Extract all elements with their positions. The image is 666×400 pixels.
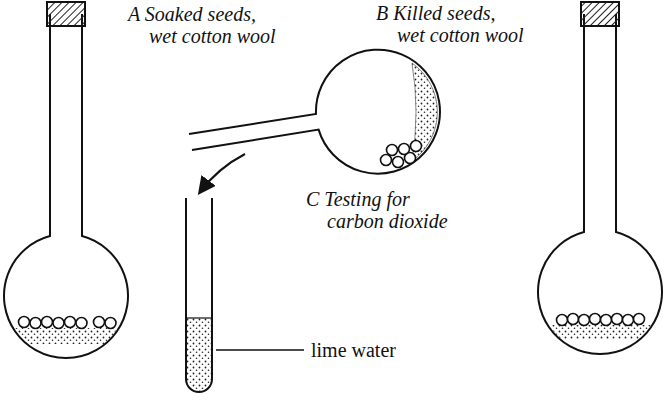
lime-water-liquid (186, 318, 212, 398)
cotton-wool-a (4, 328, 128, 344)
stopper-b (581, 2, 619, 26)
seeds-c (381, 141, 422, 168)
pour-arrow (200, 154, 245, 192)
flask-c (189, 50, 440, 174)
liquid-surface (187, 317, 211, 318)
cotton-wool-b (536, 325, 664, 339)
flask-b (538, 14, 662, 354)
flask-label: C Testing for carbon dioxide (306, 188, 468, 232)
flask-label: A Soaked seeds, wet cotton wool (128, 3, 280, 47)
test-tube (186, 198, 212, 392)
stopper-a (47, 2, 85, 26)
flask-label: B Killed seeds, wet cotton wool (376, 2, 528, 46)
seeds-b (557, 314, 645, 326)
part-label: lime water (311, 339, 431, 361)
flask-a (4, 14, 128, 358)
leader-line (216, 349, 304, 351)
seeds-a (19, 317, 117, 329)
